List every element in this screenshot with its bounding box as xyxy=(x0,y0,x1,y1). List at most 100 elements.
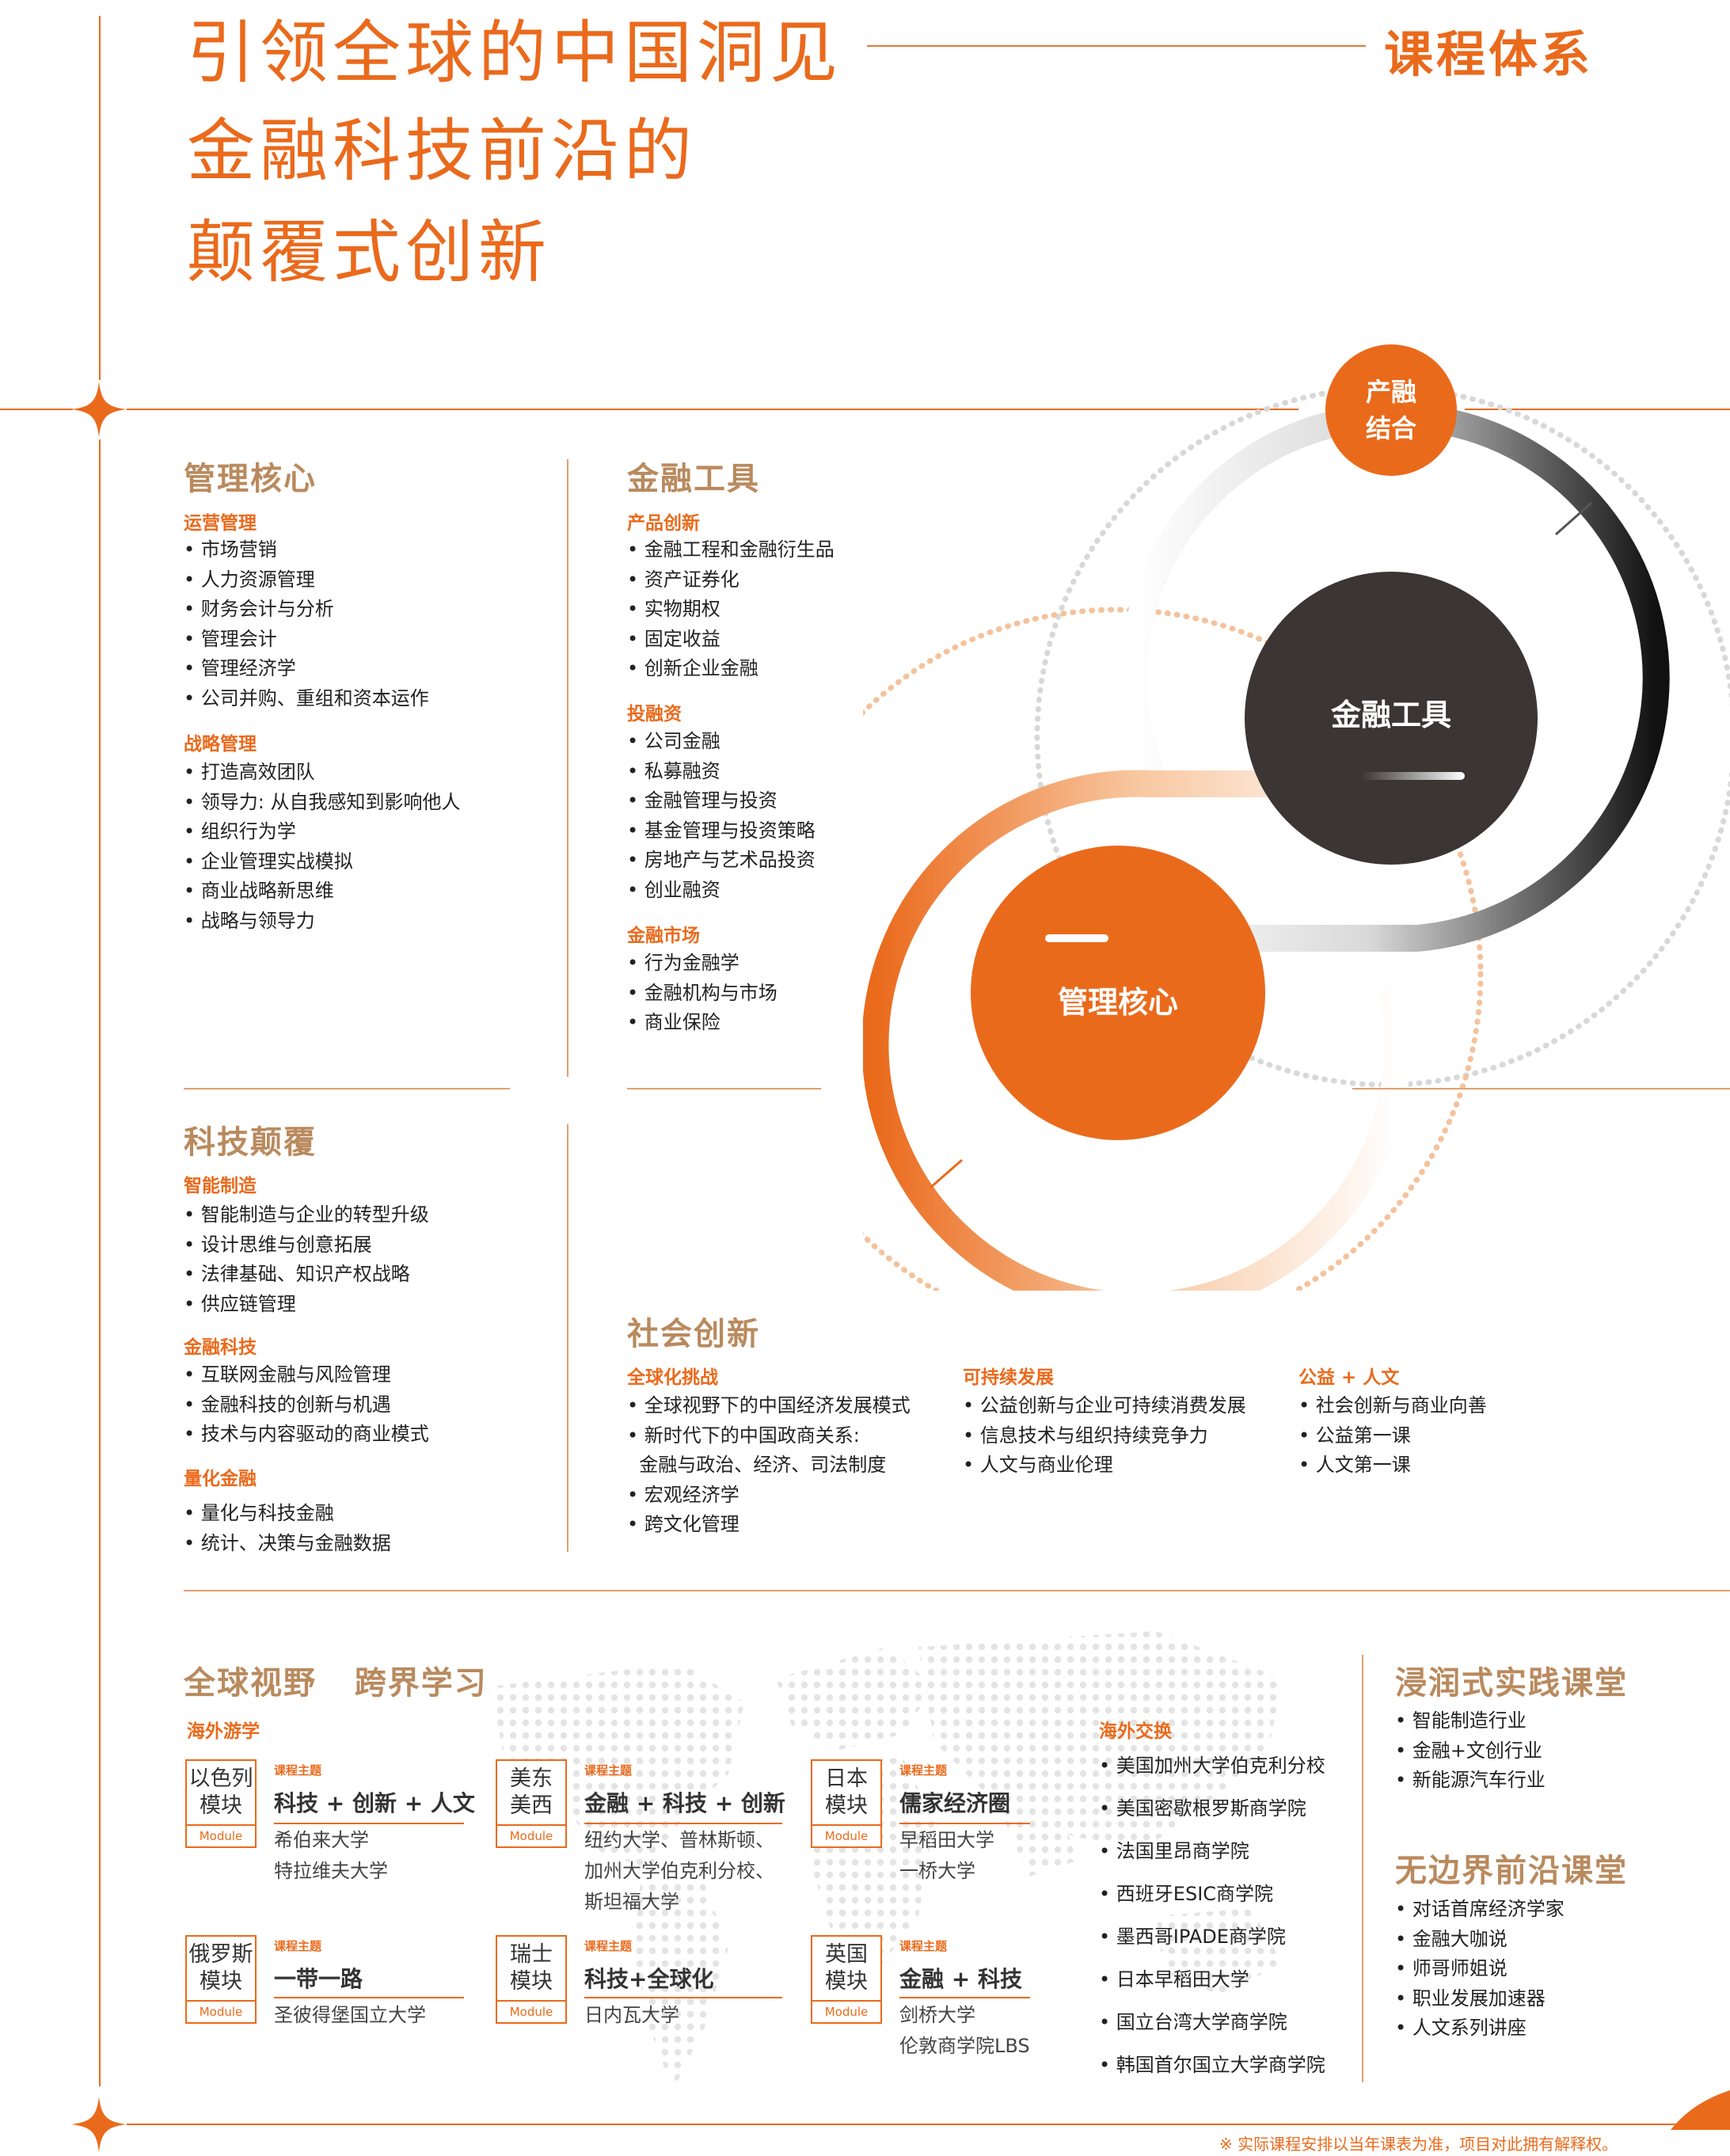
sparkle-icon xyxy=(71,2097,127,2152)
theme-label: 课程主题 xyxy=(899,1939,948,1953)
module-name: 以色列 xyxy=(188,1766,253,1791)
top-divider-right xyxy=(127,409,1298,410)
list-item: 基金管理与投资策略 xyxy=(627,816,816,846)
header-rule xyxy=(867,45,1366,47)
list-item: 商业战略新思维 xyxy=(184,876,461,907)
frontier-list: 对话首席经济学家 金融大咖说 师哥师姐说 职业发展加速器 人文系列讲座 xyxy=(1395,1895,1565,2044)
list-item: 人文与商业伦理 xyxy=(963,1451,1246,1481)
module-badge: Module xyxy=(187,2000,255,2022)
right-column-divider xyxy=(1362,1655,1363,2082)
global-title: 全球视野 跨界学习 xyxy=(184,1665,488,1702)
module-name: 模块 xyxy=(825,1793,868,1818)
theme-label: 课程主题 xyxy=(584,1763,633,1778)
module-name: 模块 xyxy=(200,1969,242,1994)
public-welfare-list: 社会创新与商业向善 公益第一课 人文第一课 xyxy=(1298,1391,1487,1481)
list-item: 新能源汽车行业 xyxy=(1395,1766,1546,1796)
finance-tools-circle-label: 金融工具 xyxy=(1330,697,1451,732)
list-item: 技术与内容驱动的商业模式 xyxy=(184,1420,429,1450)
list-item: 跨文化管理 xyxy=(627,1510,911,1540)
list-item: 墨西哥IPADE商学院 xyxy=(1099,1915,1325,1958)
theme-label: 课程主题 xyxy=(899,1763,948,1778)
management-title: 管理核心 xyxy=(184,461,317,497)
module-schools: 纽约大学、普林斯顿、 加州大学伯克利分校、 斯坦福大学 xyxy=(584,1825,774,1918)
module-schools: 剑桥大学 伦敦商学院LBS xyxy=(899,2000,1030,2062)
list-item: 组织行为学 xyxy=(184,817,461,847)
industry-finance-line-2: 结合 xyxy=(1365,413,1416,443)
list-item: 金融与政治、经济、司法制度 xyxy=(639,1454,887,1476)
list-item: 智能制造行业 xyxy=(1395,1706,1546,1736)
module-box: 美东美西 Module xyxy=(496,1759,567,1848)
row-divider xyxy=(627,1088,821,1089)
school: 特拉维夫大学 xyxy=(274,1860,388,1882)
list-item: 金融+文创行业 xyxy=(1395,1736,1546,1766)
list-item: 公司金融 xyxy=(627,727,816,757)
module-name: 模块 xyxy=(825,1969,868,1994)
hero-title-line-2: 金融科技前沿的 xyxy=(187,112,697,191)
list-item: 智能制造与企业的转型升级 xyxy=(184,1200,429,1230)
module-theme: 一带一路 xyxy=(274,1966,363,1992)
list-item: 宏观经济学 xyxy=(627,1481,911,1511)
module-schools: 希伯来大学 特拉维夫大学 xyxy=(274,1825,388,1887)
module-name: 英国 xyxy=(825,1942,868,1967)
footnote: ※ 实际课程安排以当年课表为准，项目对此拥有解释权。 xyxy=(1219,2135,1618,2154)
school: 加州大学伯克利分校、 xyxy=(584,1860,774,1882)
school: 一桥大学 xyxy=(899,1860,975,1882)
module-name: 日本 xyxy=(825,1766,868,1791)
list-item: 信息技术与组织持续竞争力 xyxy=(963,1421,1246,1451)
column-divider xyxy=(567,1124,568,1552)
list-item: 金融工程和金融衍生品 xyxy=(627,535,835,565)
list-item: 日本早稻田大学 xyxy=(1099,1958,1325,2001)
list-item: 人文系列讲座 xyxy=(1395,2013,1565,2044)
module-name: 美西 xyxy=(510,1793,553,1818)
list-item: 美国加州大学伯克利分校 xyxy=(1099,1744,1325,1787)
school: 希伯来大学 xyxy=(274,1829,369,1851)
list-item: 打造高效团队 xyxy=(184,758,461,788)
module-underline xyxy=(584,1997,782,1998)
list-item: 供应链管理 xyxy=(184,1290,429,1320)
sparkle-icon xyxy=(71,382,127,437)
list-item: 金融机构与市场 xyxy=(627,979,778,1009)
bottom-divider xyxy=(127,2124,1679,2125)
list-item: 法国里昂商学院 xyxy=(1099,1830,1325,1873)
module-box: 英国模块 Module xyxy=(811,1935,882,2024)
school: 圣彼得堡国立大学 xyxy=(274,2004,426,2026)
fintech-label: 金融科技 xyxy=(184,1337,257,1358)
module-theme: 金融 + 科技 xyxy=(899,1966,1022,1992)
list-item: 互联网金融与风险管理 xyxy=(184,1360,429,1390)
exchange-label: 海外交换 xyxy=(1099,1721,1172,1742)
practice-list: 智能制造行业 金融+文创行业 新能源汽车行业 xyxy=(1395,1706,1546,1796)
module-badge: Module xyxy=(812,1824,880,1846)
globalization-list: 全球视野下的中国经济发展模式 新时代下的中国政商关系: 金融与政治、经济、司法制… xyxy=(627,1391,911,1540)
school: 早稻田大学 xyxy=(899,1829,994,1851)
theme-label: 课程主题 xyxy=(584,1939,633,1953)
module-theme: 科技+全球化 xyxy=(584,1966,714,1992)
quant-finance-label: 量化金融 xyxy=(184,1469,257,1489)
list-item: 私募融资 xyxy=(627,757,816,787)
hero-title-line-1: 引领全球的中国洞见 xyxy=(187,13,842,93)
public-welfare-label: 公益 + 人文 xyxy=(1298,1367,1400,1388)
row-divider xyxy=(1352,1088,1730,1089)
list-item: 管理会计 xyxy=(184,625,429,655)
list-item: 设计思维与创意拓展 xyxy=(184,1230,429,1261)
financial-markets-label: 金融市场 xyxy=(627,926,700,946)
list-item: 统计、决策与金融数据 xyxy=(184,1529,391,1559)
top-divider-far-right xyxy=(1465,409,1730,410)
finance-tools-circle: 金融工具 xyxy=(1245,572,1538,865)
list-item: 战略与领导力 xyxy=(184,907,461,937)
list-item: 全球视野下的中国经济发展模式 xyxy=(627,1391,911,1421)
product-innovation-list: 金融工程和金融衍生品 资产证券化 实物期权 固定收益 创新企业金融 xyxy=(627,535,835,684)
sustainability-list: 公益创新与企业可持续消费发展 信息技术与组织持续竞争力 人文与商业伦理 xyxy=(963,1391,1246,1481)
global-divider xyxy=(184,1590,1730,1591)
globalization-label: 全球化挑战 xyxy=(627,1367,718,1388)
list-item: 美国密歇根罗斯商学院 xyxy=(1099,1787,1325,1830)
top-divider-left xyxy=(0,409,73,410)
list-item: 资产证券化 xyxy=(627,565,835,595)
list-item: 职业发展加速器 xyxy=(1395,1984,1565,2014)
list-item: 固定收益 xyxy=(627,625,835,655)
list-item: 公益创新与企业可持续消费发展 xyxy=(963,1391,1246,1421)
module-underline xyxy=(899,1997,1030,1998)
module-theme: 科技 + 创新 + 人文 xyxy=(274,1790,475,1816)
list-item: 金融大咖说 xyxy=(1395,1925,1565,1955)
list-item: 商业保险 xyxy=(627,1008,778,1038)
module-badge: Module xyxy=(497,2000,565,2022)
